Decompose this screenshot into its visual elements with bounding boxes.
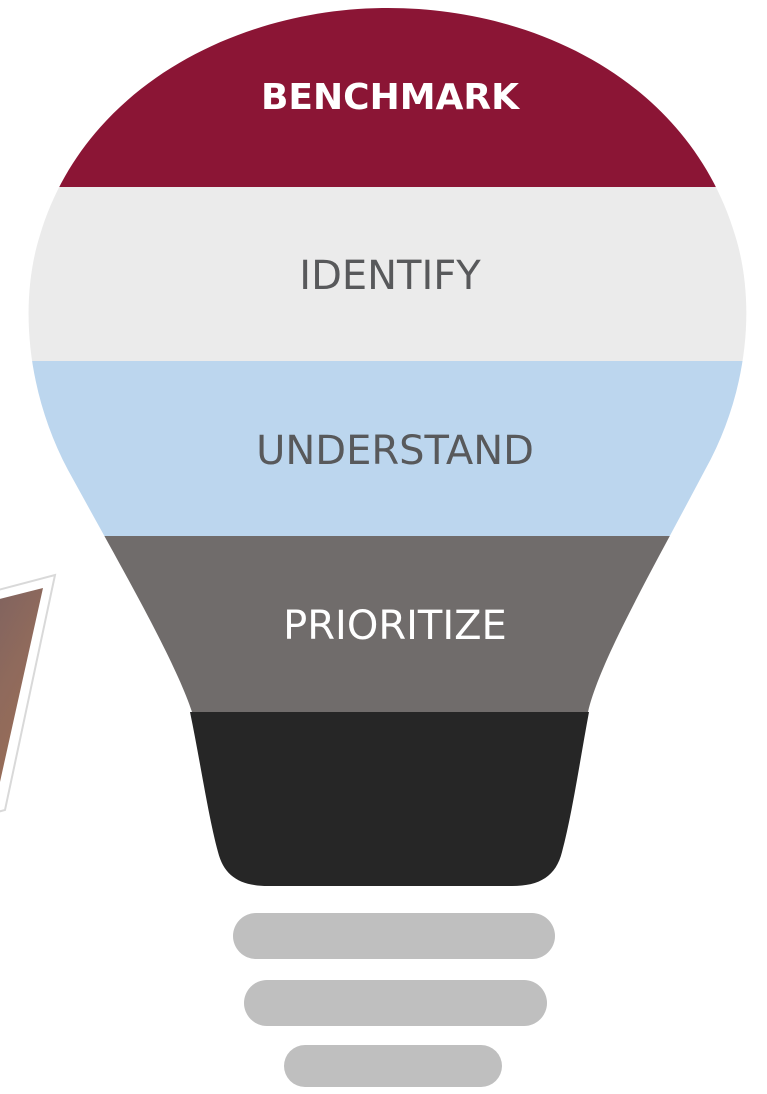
tilted-photo [0,573,57,813]
label-identify: IDENTIFY [299,253,481,299]
label-understand: UNDERSTAND [256,428,534,474]
thread-1 [233,913,555,959]
band-identify [28,187,747,361]
label-benchmark: BENCHMARK [261,77,520,118]
label-prioritize: PRIORITIZE [283,603,507,649]
band-understand [28,361,747,536]
photo-image [0,588,43,782]
thread-3 [284,1045,502,1087]
thread-2 [244,980,547,1026]
bulb-base [190,712,589,886]
